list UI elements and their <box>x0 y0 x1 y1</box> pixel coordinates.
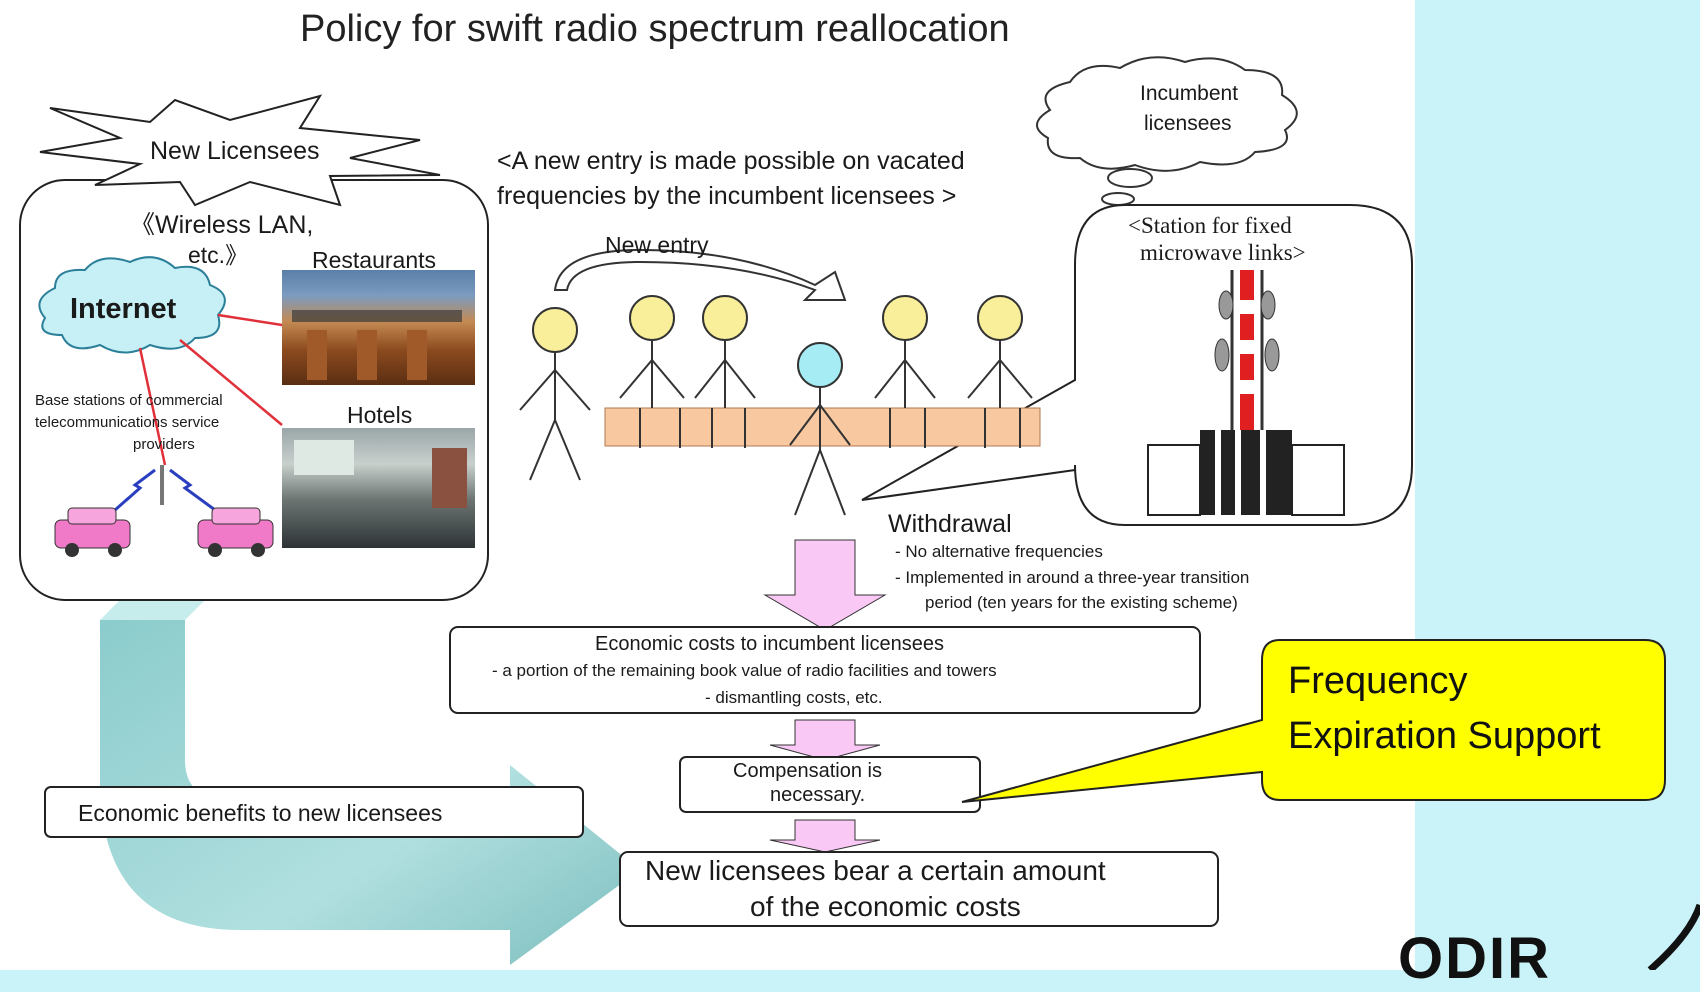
arrow-top-face <box>100 600 205 620</box>
link-hotels <box>179 339 283 426</box>
incumbent-line-2: licensees <box>1144 112 1232 135</box>
bear-costs-line-1: New licensees bear a certain amount <box>645 855 1106 886</box>
bench <box>604 407 1041 447</box>
withdrawing-figure <box>789 342 851 516</box>
wireless-lan-label: 《Wireless LAN, <box>130 211 314 239</box>
pink-arrow-bear <box>769 819 881 853</box>
base-stations-line-1: Base stations of commercial <box>35 392 223 409</box>
benefits-label: Economic benefits to new licensees <box>78 800 443 826</box>
logo-swoosh <box>1647 903 1700 970</box>
entry-note-line-2: frequencies by the incumbent licensees > <box>497 182 957 210</box>
microwave-tower-icon <box>1147 270 1345 516</box>
callout-box <box>961 639 1666 803</box>
bear-costs-line-2: of the economic costs <box>750 891 1021 922</box>
withdrawal-title: Withdrawal <box>888 510 1012 538</box>
base-stations-line-3: providers <box>133 436 195 453</box>
internet-cloud <box>38 256 226 354</box>
new-entry-label: New entry <box>605 232 709 258</box>
link-base <box>138 347 167 466</box>
economic-costs-line-3: - dismantling costs, etc. <box>705 688 883 707</box>
incumbent-line-1: Incumbent <box>1140 82 1239 105</box>
callout-line-2: Expiration Support <box>1288 715 1601 757</box>
compensation-box <box>679 756 981 813</box>
thought-bubble-1 <box>1107 168 1153 188</box>
benefit-flow-arrow <box>100 620 640 965</box>
stick-figures <box>519 295 1033 481</box>
thought-bubble-2 <box>1101 192 1135 206</box>
etc-label: etc.》 <box>188 242 249 268</box>
internet-label: Internet <box>70 293 177 325</box>
benefits-box <box>44 786 584 838</box>
hotel-photo <box>282 428 475 548</box>
page-title: Policy for swift radio spectrum realloca… <box>300 8 1010 50</box>
car-left-icon <box>54 507 131 557</box>
new-licensees-burst <box>39 94 441 207</box>
odir-logo: ODIR <box>1398 926 1551 991</box>
economic-costs-line-2: - a portion of the remaining book value … <box>492 661 997 680</box>
withdrawal-item-2: - Implemented in around a three-year tra… <box>895 568 1250 587</box>
withdrawal-item-1: - No alternative frequencies <box>895 542 1103 561</box>
compensation-line-1: Compensation is <box>733 760 882 782</box>
economic-costs-line-1: Economic costs to incumbent licensees <box>595 633 945 655</box>
callout-line-1: Frequency <box>1288 660 1468 702</box>
bear-costs-box <box>619 851 1219 927</box>
pink-arrow-compensation <box>769 719 881 761</box>
new-entry-arrow <box>553 248 847 301</box>
entry-note-line-1: <A new entry is made possible on vacated <box>497 147 965 175</box>
signal-left <box>114 468 156 512</box>
restaurant-photo <box>282 270 475 385</box>
hotels-label: Hotels <box>347 402 413 428</box>
car-right-icon <box>197 507 274 557</box>
pink-arrow-withdrawal <box>763 539 887 631</box>
base-stations-line-2: telecommunications service <box>35 414 220 431</box>
new-licensees-label: New Licensees <box>150 137 320 165</box>
station-note-line-1: <Station for fixed <box>1128 213 1292 238</box>
incumbent-cloud <box>1036 56 1298 172</box>
withdrawal-item-3: period (ten years for the existing schem… <box>925 593 1238 612</box>
diagram-graphics <box>19 56 1700 970</box>
restaurants-label: Restaurants <box>312 247 437 273</box>
economic-costs-box <box>449 626 1201 714</box>
station-note-line-2: microwave links> <box>1140 240 1306 265</box>
signal-right <box>169 468 216 512</box>
link-restaurants <box>217 313 283 327</box>
compensation-line-2: necessary. <box>770 784 866 806</box>
